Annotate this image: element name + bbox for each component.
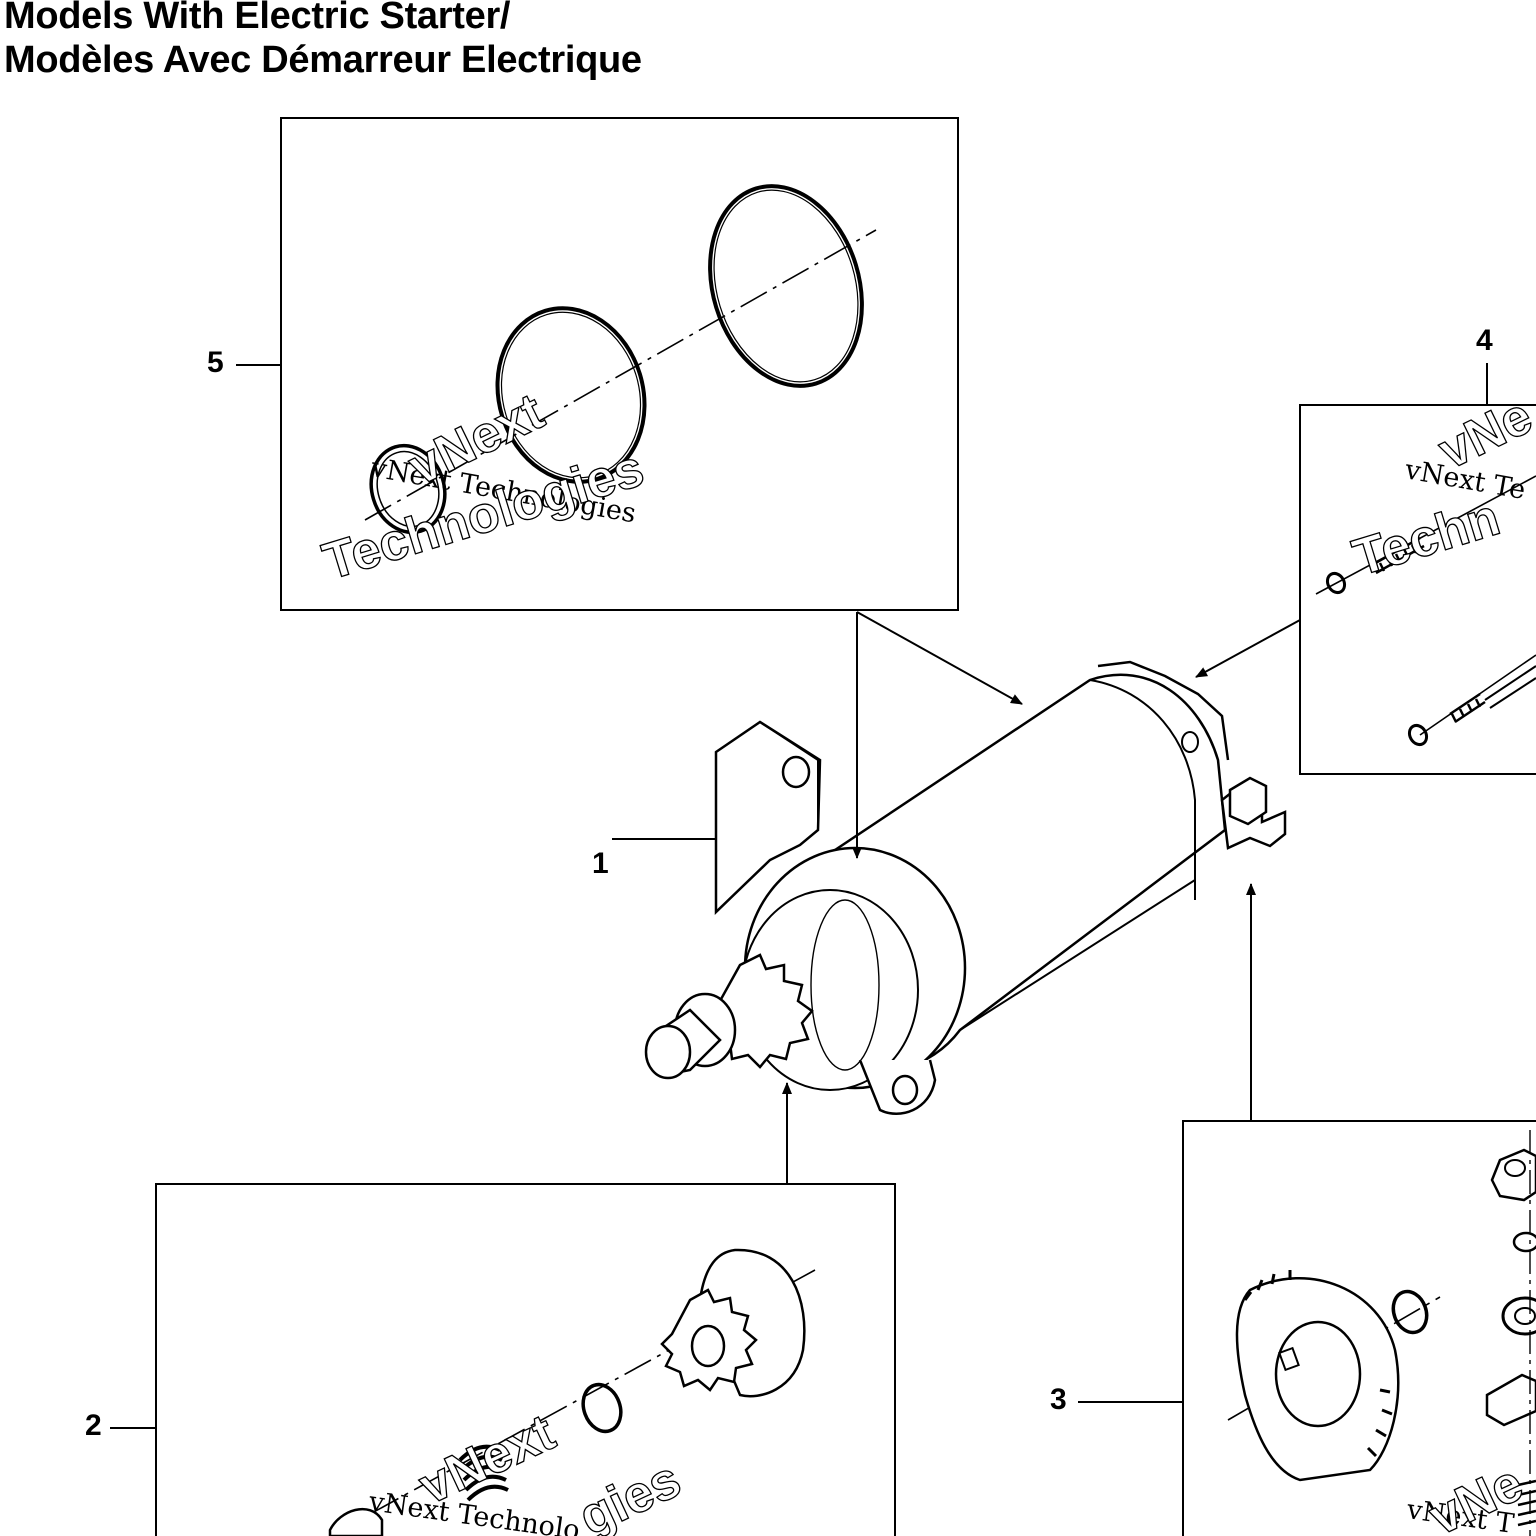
watermark-box3-outline: vNe — [1421, 1454, 1532, 1536]
medium-o-ring-inner — [500, 311, 642, 479]
lock-plate-key — [1278, 1346, 1300, 1372]
terminal-flat-washer — [1501, 1296, 1536, 1336]
small-o-ring — [369, 443, 447, 535]
watermark-box2-outline-bottom: gies — [571, 1450, 690, 1536]
lock-plate-bore — [1274, 1320, 1362, 1428]
terminal-o-ring — [1391, 1289, 1429, 1335]
callout-5-label: 5 — [207, 346, 224, 379]
motor-housing-seam — [1089, 679, 1196, 900]
callout-4-label: 4 — [1476, 324, 1493, 357]
upper-stud-thread — [1371, 536, 1425, 575]
terminal-post-nut — [1228, 776, 1268, 826]
watermark-box2-outline-top: vNext — [411, 1403, 564, 1515]
terminal-flat-washer-bore — [1514, 1307, 1536, 1325]
callout-1-label: 1 — [592, 847, 609, 880]
motor-housing-bottom — [959, 879, 1196, 1031]
terminal-bolt-thread — [1517, 1479, 1536, 1527]
terminal-lock-washer — [1512, 1231, 1536, 1253]
armature-winding — [810, 899, 880, 1071]
diagram-title: Models With Electric Starter/ Modèles Av… — [4, 0, 642, 82]
starter-motor-assembly — [612, 660, 1287, 1115]
lower-stud-thread — [1449, 692, 1486, 724]
box-2-drive-kit: vNext Technolo vNext gies — [110, 1183, 896, 1536]
box-5-centerline — [364, 229, 877, 521]
large-o-ring-inner — [713, 189, 859, 383]
end-cap-bolt-hole — [1181, 731, 1199, 753]
lower-stud-shank — [1484, 665, 1536, 709]
watermarks: vNext Technologies vNext Technologies vN… — [316, 382, 1536, 592]
arrow-box5-to-housing-b — [856, 611, 1023, 705]
small-o-ring-inner — [376, 450, 440, 528]
lower-mount-hole — [891, 1074, 919, 1106]
medium-o-ring — [495, 306, 647, 484]
terminal-insulator — [1485, 1373, 1536, 1427]
end-cap-rim — [1097, 660, 1230, 761]
watermark-box4-outline-bottom: Techn — [1347, 488, 1507, 587]
lock-plate-teeth — [1243, 1270, 1393, 1458]
terminal-nut-bore — [1504, 1159, 1526, 1177]
upper-stud-axis — [1315, 475, 1536, 595]
drive-collar — [328, 1508, 384, 1536]
drive-o-ring — [581, 1382, 623, 1434]
pointer-arrows — [782, 611, 1301, 1184]
box-3-frame — [1182, 1120, 1536, 1536]
callout-3-label: 3 — [1050, 1383, 1067, 1416]
title-line-english: Models With Electric Starter/ — [4, 0, 511, 37]
title-line-french: Modèles Avec Démarreur Electrique — [4, 39, 642, 81]
mounting-bracket-face — [759, 721, 819, 830]
lower-stud-washer — [1407, 723, 1429, 747]
pinion-shaft-end — [644, 1024, 692, 1080]
callout-2-label: 2 — [85, 1409, 102, 1442]
box-3-terminal-kit: vNext T vNe — [1078, 1120, 1536, 1536]
drive-spring — [458, 1444, 509, 1502]
box-5-seal-kit — [236, 117, 959, 611]
upper-stud-washer — [1325, 571, 1347, 595]
bracket-bolt-hole — [781, 755, 811, 789]
drive-pinion-bore — [690, 1324, 726, 1368]
large-o-ring — [708, 184, 864, 388]
arrow-box4-to-end-cap — [1195, 619, 1301, 678]
box-2-frame — [155, 1183, 896, 1536]
box-4-stud-kit — [1299, 363, 1536, 775]
box-4-frame — [1299, 404, 1536, 775]
